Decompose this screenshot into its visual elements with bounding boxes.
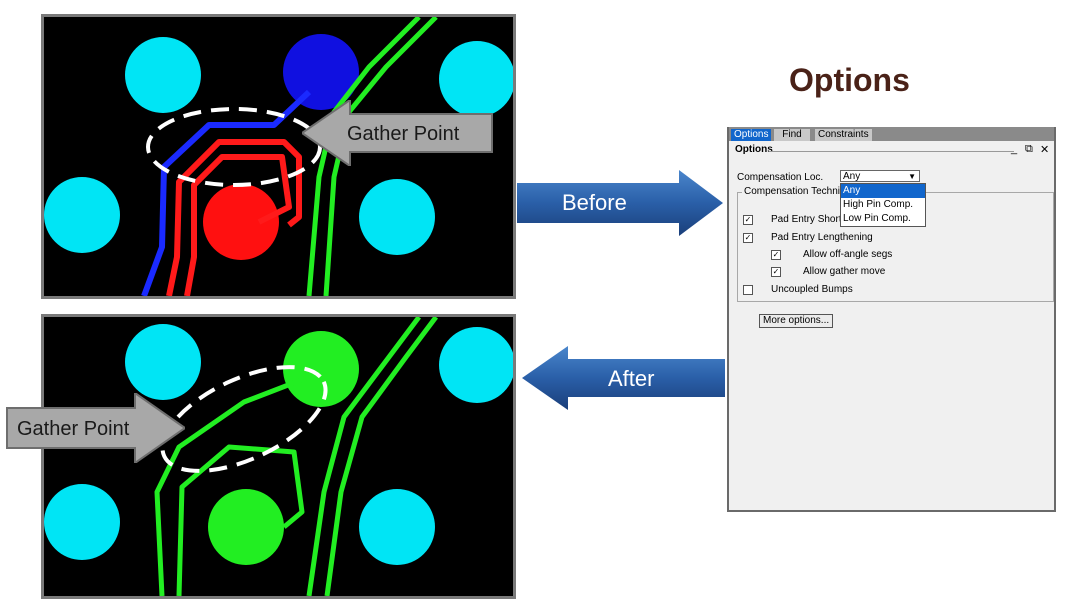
dropdown-caret-icon[interactable]: ▼ — [908, 172, 916, 181]
trace-green — [324, 317, 438, 596]
checkbox-allow-off-angle[interactable]: ✓ — [771, 250, 781, 260]
gather-point-label: Gather Point — [347, 123, 460, 145]
pcb-before-canvas — [44, 17, 513, 296]
pad-blue — [283, 34, 359, 110]
dialog-header: Options _ ⧉ ✕ — [729, 142, 1054, 157]
pad-green — [208, 489, 284, 565]
arrow-right-icon — [517, 170, 723, 236]
tab-constraints[interactable]: Constraints — [815, 129, 872, 141]
checkbox-label: Allow off-angle segs — [803, 249, 893, 260]
gather-point-label: Gather Point — [17, 418, 130, 440]
header-divider — [769, 151, 1014, 152]
compensation-loc-value: Any — [843, 171, 861, 182]
trace-green — [154, 374, 310, 596]
gather-point-callout: Gather Point — [302, 100, 502, 166]
gather-point-arrow — [6, 393, 185, 463]
pcb-before-view: Gather Point — [41, 14, 516, 299]
pad-cyan — [439, 327, 513, 403]
restore-icon[interactable]: ⧉ — [1025, 143, 1033, 155]
before-arrow: Before — [517, 170, 725, 236]
trace-blue — [141, 89, 312, 296]
dialog-tabbar: Options Find Constraints — [729, 127, 1054, 141]
group-label: Compensation Techniqu — [742, 186, 854, 197]
dropdown-option-low-pin[interactable]: Low Pin Comp. — [843, 213, 911, 224]
checkbox-label: Allow gather move — [803, 266, 886, 277]
trace-red — [166, 139, 302, 296]
dropdown-option-high-pin[interactable]: High Pin Comp. — [843, 199, 914, 210]
checkbox-pad-entry-lengthening[interactable]: ✓ — [743, 233, 753, 243]
pad-red — [203, 184, 279, 260]
pcb-after-canvas — [44, 317, 513, 596]
tab-find[interactable]: Find — [774, 129, 810, 141]
checkbox-pad-entry-shorten[interactable]: ✓ — [743, 215, 753, 225]
dropdown-option-any[interactable]: Any — [841, 184, 925, 198]
slide-title: Options — [789, 62, 910, 98]
checkbox-allow-gather-move[interactable]: ✓ — [771, 267, 781, 277]
pad-green — [283, 331, 359, 407]
minimize-icon[interactable]: _ — [1011, 143, 1018, 155]
gather-point-ellipse — [160, 365, 328, 473]
checkbox-label: Uncoupled Bumps — [771, 284, 853, 295]
trace-red — [184, 154, 292, 296]
checkbox-label: Pad Entry Lengthening — [771, 232, 873, 243]
more-options-button[interactable]: More options... — [759, 314, 834, 328]
trace-green — [306, 317, 421, 596]
gather-point-ellipse — [146, 107, 322, 187]
pad-cyan — [125, 37, 201, 113]
compensation-loc-dropdown: Any High Pin Comp. Low Pin Comp. — [840, 183, 926, 227]
before-label: Before — [562, 190, 627, 215]
compensation-loc-select[interactable]: Any ▼ — [840, 170, 920, 182]
gather-point-arrow — [302, 100, 493, 166]
pad-cyan — [44, 177, 120, 253]
options-dialog: Options Find Constraints Options _ ⧉ ✕ C… — [727, 127, 1056, 512]
compensation-loc-label: Compensation Loc. — [737, 172, 824, 183]
pad-cyan — [439, 41, 513, 117]
after-label: After — [608, 366, 655, 391]
dialog-title: Options — [735, 144, 773, 155]
after-arrow: After — [520, 346, 725, 410]
gather-point-callout-after: Gather Point — [5, 393, 185, 463]
pad-cyan — [44, 484, 120, 560]
pad-cyan — [125, 324, 201, 400]
close-icon[interactable]: ✕ — [1040, 144, 1050, 156]
checkbox-label: Pad Entry Shorte — [771, 214, 848, 225]
tab-options[interactable]: Options — [731, 129, 772, 141]
pcb-after-view — [41, 314, 516, 599]
pad-cyan — [359, 179, 435, 255]
pad-cyan — [359, 489, 435, 565]
trace-green — [176, 444, 305, 596]
checkbox-uncoupled-bumps[interactable] — [743, 285, 753, 295]
arrow-left-icon — [522, 346, 725, 410]
